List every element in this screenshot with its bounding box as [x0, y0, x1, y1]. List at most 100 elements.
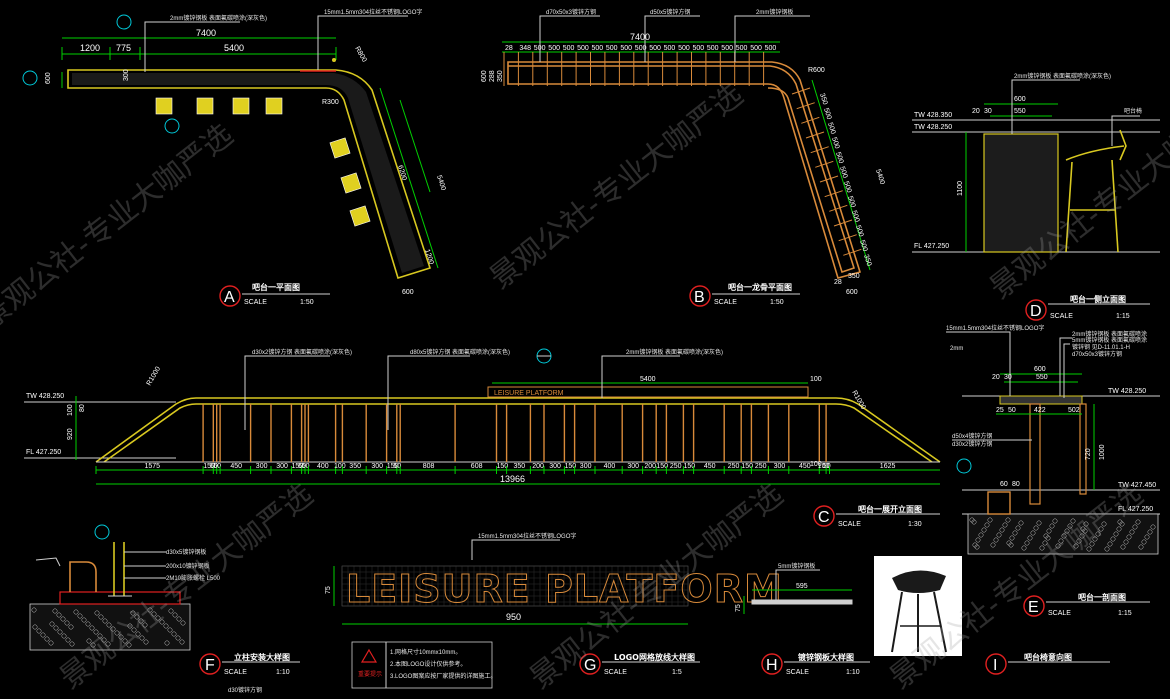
gravel-dot: [1076, 538, 1082, 544]
dim-b-5400: 5400: [874, 168, 886, 185]
note-d-2: 吧台椅: [1124, 107, 1142, 115]
e-post: [1029, 403, 1041, 505]
e-top-plate: [999, 395, 1083, 405]
gravel-dot: [1058, 538, 1064, 544]
gravel-dot: [155, 615, 161, 621]
gravel-dot: [126, 642, 132, 648]
gravel-dot: [1005, 517, 1011, 523]
gravel-dot: [1052, 518, 1058, 524]
gravel-dot: [1002, 522, 1008, 528]
b-rrib-0: [791, 87, 811, 95]
dim-e-502: 502: [1068, 407, 1080, 414]
panel-c-scale: 1:30: [908, 521, 922, 528]
note-h-1: 5mm镀锌钢板: [778, 562, 815, 570]
gravel-dot: [1113, 531, 1119, 537]
gravel-dot: [57, 629, 63, 635]
panel-f-scale: 1:10: [276, 669, 290, 676]
gravel-dot: [101, 637, 107, 643]
dim-b-rcol-4: 500: [834, 151, 844, 164]
note-d-1: 2mm镀锌钢板 表面氟碳喷涂(深灰色): [1014, 72, 1111, 80]
note-f-1: d30x5镀锌钢板: [166, 548, 206, 556]
gravel-dot: [97, 633, 103, 639]
warning-icon: [360, 648, 378, 663]
gravel-dot: [1042, 540, 1048, 546]
a-stool-4: [265, 97, 283, 115]
gravel-dot: [48, 640, 54, 646]
gravel-dot: [1045, 535, 1051, 541]
dim-c-bottom-30: 450: [704, 463, 716, 470]
note-e-6: 2mm: [950, 346, 963, 352]
panel-c-letter: C: [818, 509, 830, 526]
dim-d-20: 20: [972, 108, 980, 115]
e-gravel: [969, 517, 1156, 552]
note-e-3: 5mm镀锌钢板 表面氟碳喷涂: [1072, 336, 1147, 344]
panel-f-scale-label: SCALE: [224, 669, 247, 676]
gravel-dot: [110, 626, 116, 632]
dim-c-bottom-35: 450: [799, 463, 811, 470]
gravel-dot: [1116, 526, 1122, 532]
dim-a-1200b: 1200: [423, 248, 435, 265]
dim-c-bottom-3: 50: [213, 463, 221, 470]
dim-a-r800: R800: [353, 46, 367, 64]
note-a-1: 2mm镀锌钢板 表面氟碳喷涂(深灰色): [170, 14, 267, 22]
c-logo-text: LEISURE PLATFORM: [494, 390, 564, 397]
gravel-dot: [1049, 523, 1055, 529]
panel-c-title: 吧台一展开立面图: [858, 504, 922, 514]
dim-b-row-10: 500: [649, 45, 661, 52]
a-stool-5: [329, 137, 351, 159]
dim-b-rcol-8: 500: [850, 210, 860, 223]
b-rrib-7: [824, 190, 843, 198]
dim-c-bottom-12: 350: [349, 463, 361, 470]
dim-a-600: 600: [45, 72, 52, 84]
panel-e-letter: E: [1028, 599, 1039, 616]
dim-c-bottom-34: 300: [774, 463, 786, 470]
f-gravel: [31, 607, 186, 648]
gravel-dot: [31, 607, 37, 613]
gravel-dot: [52, 608, 58, 614]
dim-c-bottom-36: 100: [818, 463, 830, 470]
gravel-dot: [147, 607, 153, 613]
gravel-dot: [1070, 518, 1076, 524]
dim-b-row-9: 500: [635, 45, 647, 52]
h-plate: [751, 599, 853, 605]
panel-g-scale: 1:5: [672, 669, 682, 676]
gravel-dot: [139, 635, 145, 641]
dim-c-bottom-33: 250: [755, 463, 767, 470]
dim-c-bottom-7: 150: [292, 463, 304, 470]
gravel-dot: [77, 613, 83, 619]
panel-g-scale-label: SCALE: [604, 669, 627, 676]
gravel-dot: [163, 623, 169, 629]
dim-a-1200: 1200: [80, 43, 100, 53]
gravel-dot: [172, 612, 178, 618]
gravel-dot: [1061, 533, 1067, 539]
panel-h-title: 镀锌钢板大样图: [798, 652, 854, 662]
dim-c-13966: 13966: [500, 474, 525, 484]
dim-b-row-0: 28: [505, 45, 513, 52]
panel-b-title: 吧台一龙骨平面图: [728, 282, 792, 292]
g-notice-box: [351, 641, 493, 689]
e-level-tw: TW 428.250: [1108, 388, 1146, 395]
dim-b-row-1: 348: [519, 45, 531, 52]
note-c-2: d80x5镀锌方钢 表面氟碳喷涂(深灰色): [410, 348, 510, 356]
dim-a-5400b: 5400: [435, 174, 447, 191]
g-notice-line-1: 1.网格尺寸10mmx10mm。: [390, 648, 461, 656]
panel-e-scale-label: SCALE: [1048, 610, 1071, 617]
c-counter-top-inner: [103, 403, 933, 463]
gravel-dot: [1064, 528, 1070, 534]
gravel-dot: [1138, 544, 1144, 550]
dim-e-550: 550: [1036, 374, 1048, 381]
dim-b-rcol-6: 500: [842, 180, 852, 193]
dim-b-row-7: 500: [606, 45, 618, 52]
dim-b-350b: 350: [848, 273, 860, 280]
note-e-4: 镀锌钢 见D-11.01.1-H: [1072, 343, 1130, 351]
dim-c-bottom-9: 50: [302, 463, 310, 470]
gravel-dot: [114, 630, 120, 636]
gravel-dot: [1120, 544, 1126, 550]
note-b-1: d70x50x3镀锌方钢: [546, 8, 596, 16]
gravel-dot: [1015, 525, 1021, 531]
dim-c-bottom-17: 608: [471, 463, 483, 470]
dim-c-bottom-19: 350: [514, 463, 526, 470]
